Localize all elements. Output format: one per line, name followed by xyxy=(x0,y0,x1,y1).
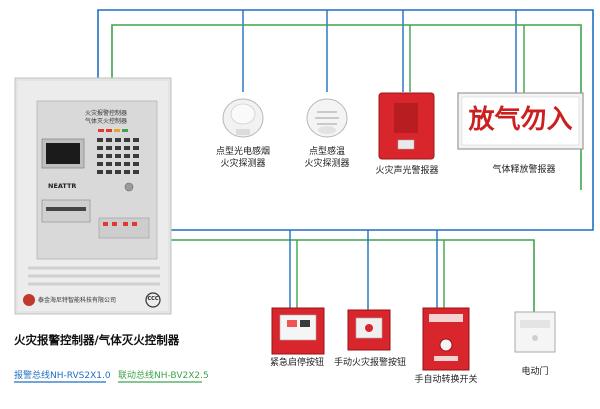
gas-release-sign-label: 气体释放警报器 xyxy=(492,165,556,175)
key-lock xyxy=(124,182,134,192)
smoke-detector-label: 点型光电感烟 火灾探测器 xyxy=(215,147,270,169)
cabinet-header-line-2: 气体灭火控制器 xyxy=(84,118,127,125)
cabinet-header: 火灾报警控制器 气体灭火控制器 xyxy=(79,110,133,126)
blue-bottom-bus xyxy=(170,190,594,231)
bottom-wiring xyxy=(170,190,594,312)
gas-control-panel xyxy=(98,217,150,239)
electric-door-label: 电动门 xyxy=(521,367,549,377)
heat-detector-device xyxy=(306,98,348,138)
cabinet-ccc: CCC xyxy=(147,296,159,302)
status-leds xyxy=(98,129,128,132)
vent-grille xyxy=(28,266,160,286)
controller-title: 火灾报警控制器/气体灭火控制器 xyxy=(14,333,180,347)
lcd-screen xyxy=(46,143,80,164)
cabinet-company: 泰金海尼特智能科技有限公司 xyxy=(38,297,117,304)
legend-alarm-bus: 报警总线NH-RVS2X1.0 xyxy=(14,368,111,381)
gas-sign-lettering: 放气勿入 xyxy=(468,105,573,135)
green-bottom-bus xyxy=(170,239,535,312)
cabinet-header-line-1: 火灾报警控制器 xyxy=(84,110,127,117)
company-logo xyxy=(23,294,35,306)
legend-alarm-bus-text: 报警总线NH-RVS2X1.0 xyxy=(14,371,111,381)
cabinet-brand: NEATTR xyxy=(48,182,77,190)
sounder-strobe-label: 火灾声光警报器 xyxy=(375,166,439,176)
manual-alarm-device xyxy=(347,309,391,351)
gas-release-sign-device xyxy=(457,92,584,150)
blue-top-bus xyxy=(97,9,594,190)
keypad xyxy=(97,138,139,174)
legend-underlines xyxy=(14,381,202,383)
controller-cabinet xyxy=(14,77,172,315)
legend-linkage-bus: 联动总线NH-BV2X2.5 xyxy=(118,368,209,381)
auto-manual-switch-label: 手自动转换开关 xyxy=(414,375,478,385)
emergency-button-device xyxy=(271,307,325,355)
legend-linkage-bus-text: 联动总线NH-BV2X2.5 xyxy=(118,371,209,381)
electric-door-device xyxy=(514,311,556,353)
smoke-detector-device xyxy=(222,98,264,138)
emergency-button-label: 紧急启停按钮 xyxy=(269,358,324,368)
sounder-strobe-device xyxy=(378,92,435,160)
heat-detector-label: 点型感温 火灾探测器 xyxy=(304,147,350,169)
auto-manual-switch-device xyxy=(422,307,470,371)
ccc-mark-ring xyxy=(145,292,161,308)
manual-alarm-label: 手动火灾报警按钮 xyxy=(334,358,407,368)
